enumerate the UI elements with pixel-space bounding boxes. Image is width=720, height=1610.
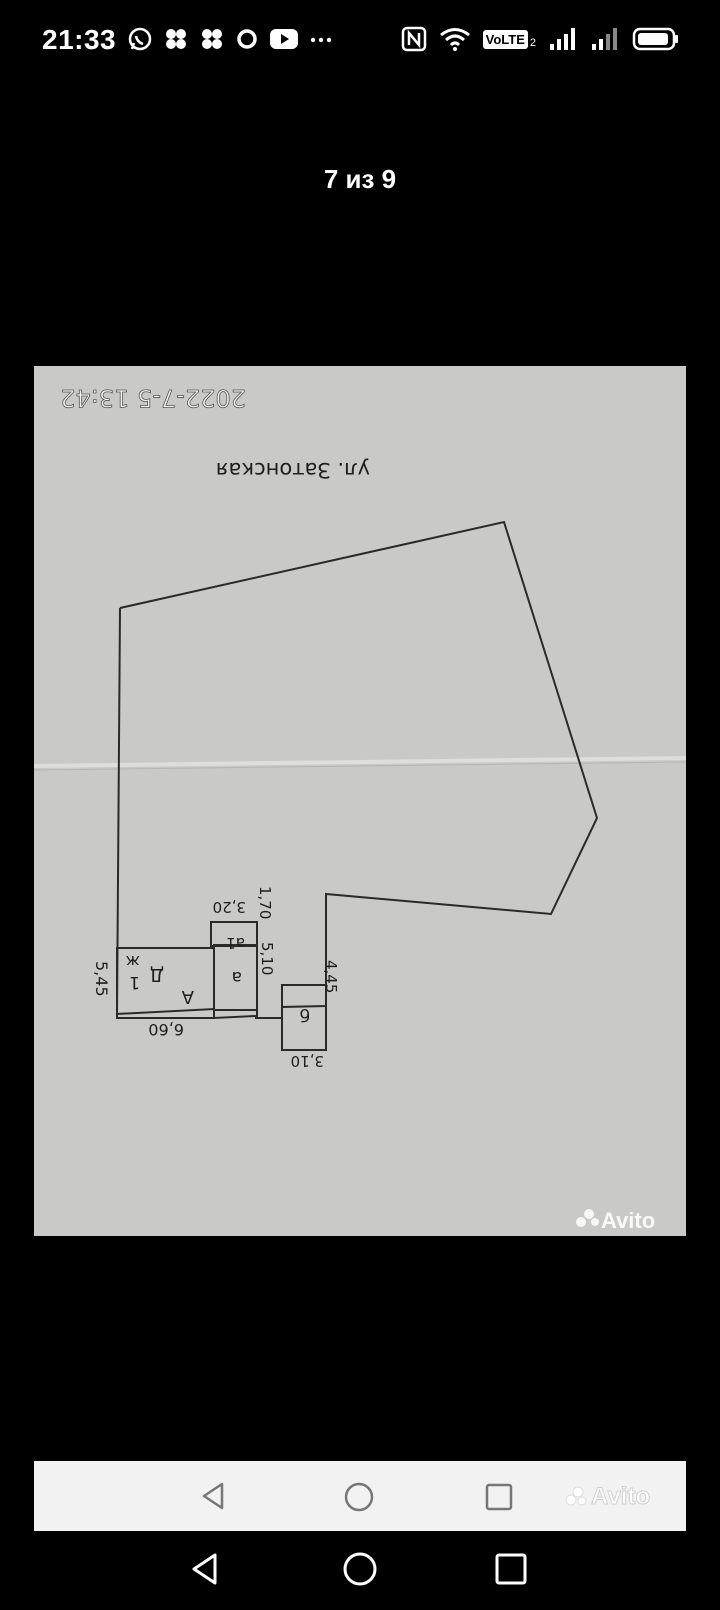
whatsapp-icon [128,27,152,51]
youtube-icon [270,29,298,49]
street-label: ул. Затонская [216,458,370,482]
avito-overlay-text: Avito [590,1483,651,1511]
signal-icon [592,28,617,50]
room-a1 [210,921,258,947]
avito-logo-icon [566,1486,587,1506]
building-plan [116,921,327,1051]
dimension-5-10: 5,10 [258,942,276,975]
room-label-d: Д [150,964,164,985]
app-cluster-icon [202,29,222,49]
dimension-3-20: 3,20 [213,898,246,916]
photo-timestamp: 2022-7-5 13:42 [60,384,246,412]
recents-square-icon[interactable] [494,1552,528,1586]
listing-photo[interactable]: 2022-7-5 13:42 ул. Затонская А Д 1 ж а а… [34,366,686,1236]
status-right-icons: VoLTE 2 [401,26,680,52]
back-triangle-icon[interactable] [188,1552,222,1586]
signal-icon [550,28,575,50]
room-label-a-big: А [181,986,194,1007]
status-left-icons [127,26,333,52]
room-b [281,984,327,1051]
avito-watermark-overlay: Avito [566,1483,651,1511]
home-circle-icon[interactable] [342,1551,378,1587]
volte-sub: 2 [529,36,536,49]
dimension-3-10: 3,10 [291,1052,324,1070]
floor-plan-image: 2022-7-5 13:42 ул. Затонская А Д 1 ж а а… [34,384,686,1233]
wifi-icon [439,28,470,51]
recents-square-icon[interactable] [484,1482,514,1512]
dimension-5-45: 5,45 [92,961,111,997]
avito-watermark-text: Avito [601,1208,655,1233]
image-counter: 7 из 9 [323,164,397,194]
more-dots-icon [310,37,332,43]
system-nav-bar [0,1535,720,1610]
room-label-b: б [300,1004,310,1024]
dimension-1-70: 1,70 [256,886,274,919]
avito-watermark: Avito [576,1208,655,1233]
app-cluster-icon [166,29,186,49]
room-label-a1: а1 [226,934,245,952]
status-time: 21:33 [42,24,117,55]
home-circle-icon[interactable] [343,1481,375,1513]
status-bar: 21:33 [0,0,720,84]
volte-label: VoLTE [482,29,528,49]
room-label-a-small: а [232,967,242,987]
battery-icon [632,27,678,51]
chat-bubble-icon [237,29,257,49]
room-label-1: 1 [129,972,140,992]
back-triangle-icon[interactable] [198,1481,228,1511]
volte-icon: VoLTE 2 [482,29,536,49]
dimension-6-60: 6,60 [148,1020,184,1039]
nfc-icon [401,26,426,52]
room-label-zh: ж [126,952,140,971]
lot-boundary [115,520,599,1020]
viewer-nav-bar: Avito [34,1461,686,1531]
dimension-4-45: 4,45 [322,960,340,993]
